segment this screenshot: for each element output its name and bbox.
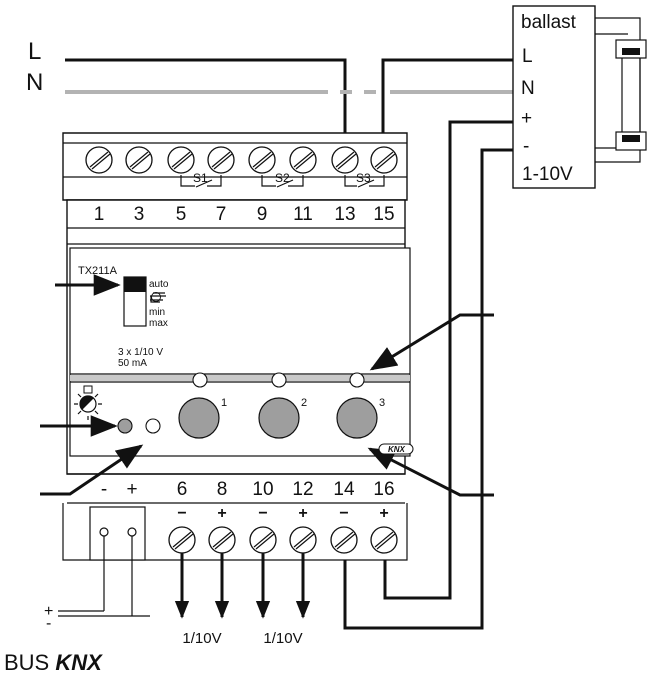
device-model: TX211A: [78, 265, 118, 277]
button-label-1: 1: [221, 397, 227, 409]
screw-terminal-icon: [125, 146, 153, 174]
button-label-2: 2: [301, 397, 307, 409]
fluorescent-tube-icon: [595, 17, 647, 163]
ballast-terminal-n: N: [521, 78, 535, 99]
programming-button[interactable]: [117, 418, 133, 434]
mode-selector-switch[interactable]: [123, 276, 147, 327]
polarity-mark: −: [258, 505, 267, 522]
channel-led-3: [349, 372, 365, 388]
channel-led-2: [271, 372, 287, 388]
screw-terminal-icon: [207, 146, 235, 174]
switch-label-s3: S3: [356, 171, 371, 185]
screw-terminal-icon: [167, 146, 195, 174]
mode-min: min: [149, 307, 165, 318]
terminal-number: 11: [293, 204, 313, 225]
control-minus-wire: [343, 148, 513, 630]
line-l-label: L: [28, 38, 41, 65]
control-plus-wire: [383, 120, 513, 600]
bus-minus-number: -: [101, 479, 107, 500]
output-arrows: [174, 553, 311, 619]
bus-plus-number: +: [126, 479, 137, 500]
button-label-3: 3: [379, 397, 385, 409]
screw-terminal-icon: [330, 526, 358, 554]
led-pointer-arrow: [369, 313, 494, 371]
bus-minus-label: -: [46, 615, 51, 632]
bus-label-prefix: BUS: [4, 650, 55, 675]
switch-label-s2: S2: [275, 171, 290, 185]
button-pointer-arrow: [367, 447, 494, 497]
l-ballast-wire: [381, 58, 513, 143]
screw-terminal-icon: [331, 146, 359, 174]
ballast-box: [512, 5, 596, 189]
channel-button-1[interactable]: [178, 397, 220, 439]
screw-terminal-icon: [248, 146, 276, 174]
terminal-number: 7: [216, 204, 227, 225]
polarity-mark: −: [339, 505, 348, 522]
terminal-number: 1: [94, 204, 105, 225]
bus-plus-label: +: [44, 603, 53, 620]
terminal-number: 13: [334, 204, 355, 225]
ballast-terminal-plus: +: [521, 108, 532, 129]
bottom-polarity-marks: − + − + − +: [177, 505, 388, 522]
polarity-mark: +: [379, 505, 388, 522]
top-screws: [85, 146, 398, 174]
channel-button-2[interactable]: [258, 397, 300, 439]
terminal-number: 12: [292, 479, 313, 500]
device-top-module: [62, 132, 408, 201]
bottom-terminal-numbers: - + 6 8 10 12 14 16: [101, 479, 395, 500]
polarity-mark: +: [298, 505, 307, 522]
terminal-number: 16: [373, 479, 394, 500]
programming-led: [145, 418, 161, 434]
hand-icon: [150, 292, 166, 303]
screw-terminal-icon: [370, 526, 398, 554]
brightness-sensor-icon: [74, 385, 102, 420]
ballast-terminal-l: L: [522, 46, 533, 67]
prog-led-arrow: [40, 444, 144, 496]
bottom-screws: [168, 526, 398, 554]
terminal-number: 14: [333, 479, 355, 500]
ballast-title: ballast: [521, 12, 577, 33]
screw-terminal-icon: [289, 146, 317, 174]
line-n-label: N: [26, 69, 43, 96]
output-label-1: 1/10V: [182, 630, 221, 647]
l-wire: [65, 58, 347, 143]
bus-knx-label: BUS KNX: [4, 650, 103, 675]
rating-text-2: 50 mA: [118, 358, 147, 369]
ballast-terminal-minus: -: [523, 136, 529, 157]
polarity-mark: +: [217, 505, 226, 522]
channel-button-3[interactable]: [336, 397, 378, 439]
terminal-number: 6: [177, 479, 188, 500]
terminal-number: 9: [257, 204, 268, 225]
polarity-mark: −: [177, 505, 186, 522]
knx-logo-text: KNX: [388, 445, 406, 454]
top-terminal-strip: [63, 142, 407, 178]
top-terminal-numbers: 1 3 5 7 9 11 13 15: [94, 204, 395, 225]
terminal-number: 3: [134, 204, 145, 225]
screw-terminal-icon: [289, 526, 317, 554]
switch-label-s1: S1: [193, 171, 208, 185]
screw-terminal-icon: [208, 526, 236, 554]
terminal-number: 5: [176, 204, 187, 225]
mode-auto: auto: [149, 279, 169, 290]
knx-logo-icon: KNX: [378, 443, 414, 455]
terminal-number: 8: [217, 479, 228, 500]
output-label-2: 1/10V: [263, 630, 302, 647]
bus-connector: [58, 506, 150, 617]
bus-label-brand: KNX: [55, 650, 103, 675]
screw-terminal-icon: [370, 146, 398, 174]
mode-max: max: [149, 318, 168, 329]
ballast-terminal-1-10v: 1-10V: [522, 164, 573, 185]
terminal-number: 10: [252, 479, 273, 500]
terminal-number: 15: [373, 204, 394, 225]
screw-terminal-icon: [168, 526, 196, 554]
screw-terminal-icon: [249, 526, 277, 554]
relay-switch-symbols: [180, 175, 385, 188]
screw-terminal-icon: [85, 146, 113, 174]
channel-led-1: [192, 372, 208, 388]
rating-text-1: 3 x 1/10 V: [118, 347, 163, 358]
body-bands: [62, 227, 408, 561]
